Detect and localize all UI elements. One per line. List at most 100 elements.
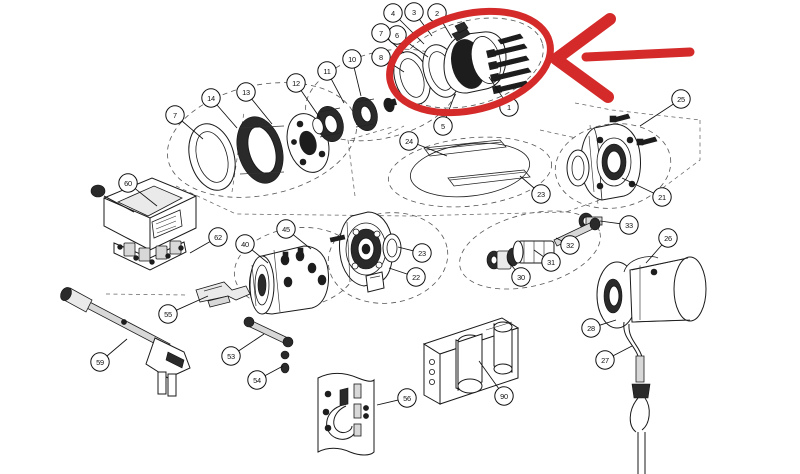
- callout-bubble: [658, 228, 678, 248]
- callout-bubble: [165, 105, 185, 125]
- callout-40: 40: [235, 234, 255, 254]
- callout-31: 31: [541, 252, 561, 272]
- part-12-gear: [312, 106, 344, 142]
- part-53-bolt: [243, 316, 294, 348]
- callout-bubble: [560, 235, 580, 255]
- callout-leader-line: [106, 338, 128, 357]
- red-annotation-overlay: [386, 7, 695, 117]
- callout-leader-line: [397, 246, 414, 252]
- callout-leader-line: [292, 234, 312, 250]
- bracket-hardware-group: [195, 281, 294, 374]
- callout-bubble: [671, 89, 691, 109]
- callout-leader-line: [507, 260, 516, 271]
- part-56-hook-sheet: [317, 373, 375, 456]
- callout-bubble: [581, 318, 601, 338]
- callout-number: 8: [379, 53, 383, 62]
- callout-number: 30: [517, 273, 525, 282]
- callout-10: 10: [342, 49, 362, 69]
- callout-62: 62: [208, 227, 228, 247]
- callout-leader-line: [330, 78, 345, 104]
- callout-bubble: [235, 234, 255, 254]
- callout-leader-line: [238, 333, 265, 352]
- callout-number: 23: [418, 249, 426, 258]
- callout-23: 23: [531, 184, 551, 204]
- callout-number: 31: [547, 258, 555, 267]
- callout-23: 23: [412, 243, 432, 263]
- callout-number: 55: [164, 310, 172, 319]
- callout-bubble: [406, 267, 426, 287]
- callout-bubble: [371, 23, 391, 43]
- callout-leader-line: [134, 188, 158, 207]
- clutch-lever-assembly: [60, 287, 191, 397]
- callout-number: 14: [207, 94, 215, 103]
- callout-28: 28: [581, 318, 601, 338]
- callout-25: 25: [671, 89, 691, 109]
- part-2-bolt: [490, 67, 532, 83]
- part-3b-bolt: [497, 33, 524, 45]
- callout-number: 4: [391, 9, 395, 18]
- callout-number: 53: [227, 352, 235, 361]
- callout-number: 6: [395, 31, 399, 40]
- highlighted-end-housing-assembly: [393, 21, 532, 105]
- part-3-bolt: [488, 55, 530, 71]
- motor-terminals: [280, 247, 327, 288]
- callout-leader-line: [533, 249, 544, 258]
- callout-leader-line: [599, 319, 617, 326]
- part-10-pin: [383, 97, 398, 113]
- callout-bubble: [221, 346, 241, 366]
- callout-leader-lines: [106, 19, 674, 406]
- callout-22: 22: [406, 267, 426, 287]
- callout-number: 27: [601, 356, 609, 365]
- callout-bubble: [652, 187, 672, 207]
- callout-number: 45: [282, 225, 290, 234]
- callout-55: 55: [158, 304, 178, 324]
- callout-bubble: [412, 243, 432, 263]
- callout-21: 21: [652, 187, 672, 207]
- callout-32: 32: [560, 235, 580, 255]
- callout-53: 53: [221, 346, 241, 366]
- part-26-drum: [596, 256, 707, 329]
- callout-54: 54: [247, 370, 267, 390]
- callout-leader-line: [441, 20, 453, 39]
- part-7-ring: [188, 123, 236, 191]
- pointer-arrow-head: [550, 13, 616, 103]
- callout-number: 3: [412, 8, 416, 17]
- callout-number: 54: [253, 376, 261, 385]
- part-23-ring: [382, 233, 402, 263]
- gearbox-housing-assembly: [566, 113, 658, 230]
- callout-number: 32: [566, 241, 574, 250]
- callout-24: 24: [399, 131, 419, 151]
- part-54-nut: [280, 350, 290, 374]
- motor-assembly: [249, 234, 346, 315]
- callout-leader-line: [599, 220, 620, 225]
- callout-bubble: [383, 3, 403, 23]
- callout-4: 4: [383, 3, 403, 23]
- callout-leader-line: [488, 76, 505, 100]
- callout-leader-line: [300, 90, 321, 119]
- clutch-gear-parts-group: [312, 97, 398, 142]
- gear-end-plate-assembly: [339, 211, 402, 293]
- callout-leader-line: [376, 399, 399, 406]
- callout-number: 33: [625, 221, 633, 230]
- callout-leader-line: [613, 345, 633, 357]
- callout-number: 56: [403, 394, 411, 403]
- part-90-roller-fairlead: [422, 317, 520, 405]
- callout-number: 5: [441, 122, 445, 131]
- callout-number: 90: [500, 392, 508, 401]
- callout-30: 30: [511, 267, 531, 287]
- callout-leader-line: [645, 244, 663, 264]
- callout-bubble: [541, 252, 561, 272]
- callout-bubble: [317, 61, 337, 81]
- callout-number: 60: [124, 179, 132, 188]
- callout-leader-line: [399, 19, 425, 45]
- callout-bubble: [619, 215, 639, 235]
- callout-number: 25: [677, 95, 685, 104]
- control-box-assembly: [90, 177, 197, 271]
- part-25-screws: [609, 113, 658, 146]
- callout-number: 23: [537, 190, 545, 199]
- callout-leader-line: [251, 98, 273, 125]
- callout-bubble: [404, 2, 424, 22]
- callout-bubble: [201, 88, 221, 108]
